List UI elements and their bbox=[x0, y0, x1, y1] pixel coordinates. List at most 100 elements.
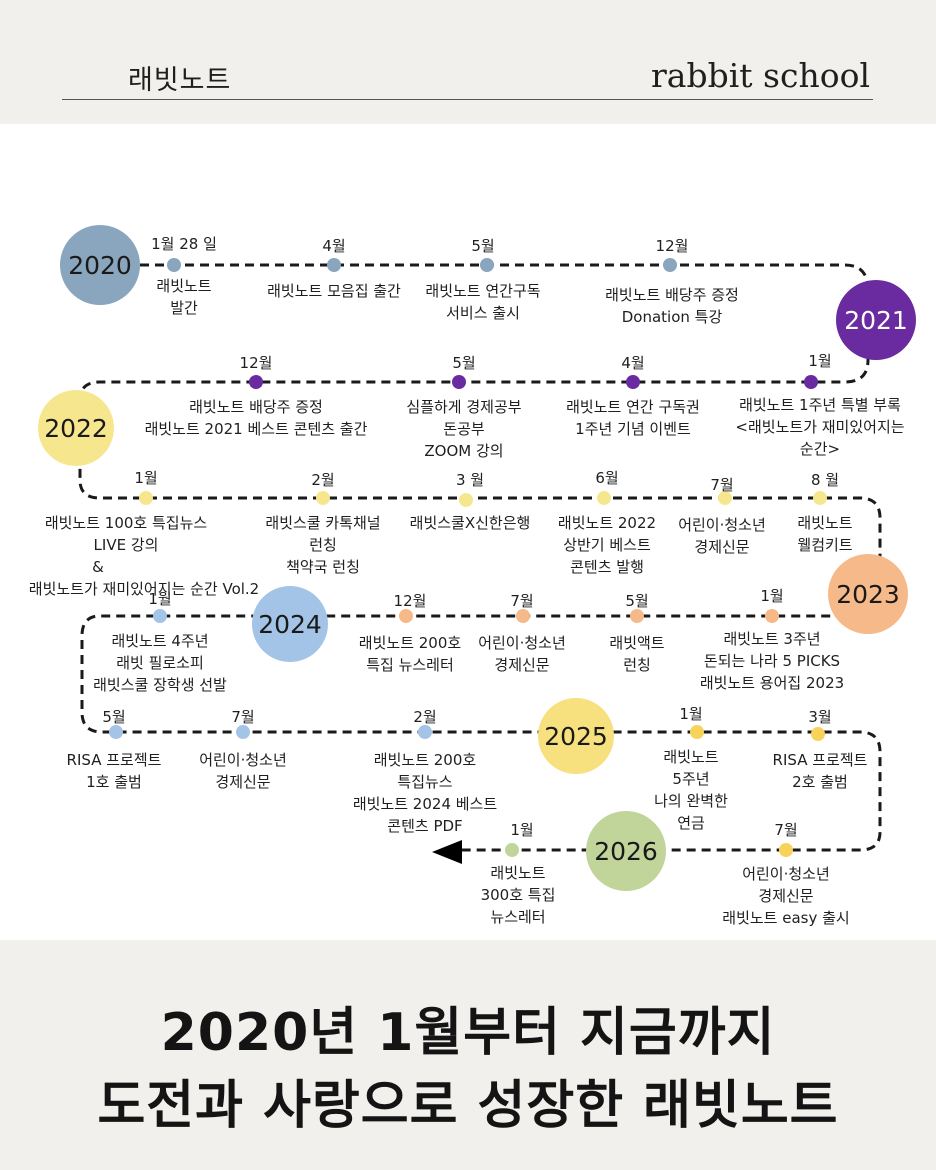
event-month: 5월 bbox=[102, 708, 125, 726]
event-description-line: 특집 뉴스레터 bbox=[366, 656, 454, 674]
year-label-2020: 2020 bbox=[68, 251, 132, 280]
event-description-line: 래빗노트 1주년 특별 부록 bbox=[739, 396, 901, 414]
event-description-line: 경제신문 bbox=[215, 773, 270, 791]
event-description-line: 래빗노트 bbox=[490, 864, 545, 882]
event-dot bbox=[811, 727, 825, 741]
event-description-line: 돈되는 나라 5 PICKS bbox=[704, 652, 840, 670]
event-month: 1월 bbox=[148, 590, 171, 608]
event-description-line: 5주년 bbox=[672, 770, 709, 788]
event-description-line: 래빗노트 bbox=[156, 277, 211, 295]
event-dot bbox=[327, 258, 341, 272]
event-description-line: <래빗노트가 재미있어지는 bbox=[735, 418, 904, 436]
timeline-end-arrow bbox=[432, 840, 462, 864]
event-description-line: 1호 출범 bbox=[86, 773, 142, 791]
event-description-line: 래빗노트 4주년 bbox=[111, 632, 208, 650]
year-label-2026: 2026 bbox=[594, 837, 658, 866]
event-description-line: 책약국 런칭 bbox=[286, 558, 360, 576]
event-month: 1월 bbox=[510, 821, 533, 839]
event-month: 3월 bbox=[808, 708, 831, 726]
event-month: 4월 bbox=[322, 237, 345, 255]
event-dot bbox=[765, 609, 779, 623]
event-description-line: 래빗노트 연간 구독권 bbox=[566, 398, 700, 416]
event-dot bbox=[480, 258, 494, 272]
event-description-line: & bbox=[92, 558, 104, 576]
event-description-line: 웰컴키트 bbox=[797, 536, 852, 554]
event-description-line: RISA 프로젝트 bbox=[773, 751, 868, 769]
event-month: 7월 bbox=[231, 708, 254, 726]
event-description-line: 1주년 기념 이벤트 bbox=[575, 420, 691, 438]
event-description-line: 콘텐츠 PDF bbox=[387, 817, 462, 835]
event-dot bbox=[626, 375, 640, 389]
event-month: 12월 bbox=[240, 354, 273, 372]
event-dot bbox=[418, 725, 432, 739]
event-dot bbox=[153, 609, 167, 623]
event-description-line: 래빗노트 모음집 출간 bbox=[267, 282, 401, 300]
event-month: 7월 bbox=[710, 476, 733, 494]
event-description-line: 래빗노트 배당주 증정 bbox=[189, 398, 323, 416]
event-description-line: 어린이·청소년 bbox=[478, 634, 566, 652]
event-month: 7월 bbox=[510, 592, 533, 610]
event-description-line: 래빗스쿨X신한은행 bbox=[410, 514, 531, 532]
event-description-line: 특집뉴스 bbox=[397, 773, 452, 791]
event-month: 12월 bbox=[656, 237, 689, 255]
event-description-line: 래빗노트 용어집 2023 bbox=[700, 674, 844, 692]
event-dot bbox=[452, 375, 466, 389]
event-description-line: 2호 출범 bbox=[792, 773, 848, 791]
year-label-2022: 2022 bbox=[44, 414, 108, 443]
event-dot bbox=[109, 725, 123, 739]
event-description-line: 콘텐츠 발행 bbox=[570, 558, 644, 576]
event-month: 1월 bbox=[760, 587, 783, 605]
event-description-line: RISA 프로젝트 bbox=[67, 751, 162, 769]
event-month: 3 월 bbox=[456, 471, 484, 489]
event-description-line: 래빗노트 200호 bbox=[359, 634, 462, 652]
event-description-line: 래빗노트 2021 베스트 콘텐츠 출간 bbox=[145, 420, 368, 438]
header-divider bbox=[62, 99, 873, 100]
event-description-line: 래빗노트 3주년 bbox=[723, 630, 820, 648]
event-month: 12월 bbox=[394, 592, 427, 610]
event-dot bbox=[630, 609, 644, 623]
event-month: 6월 bbox=[595, 469, 618, 487]
headline-line-2: 도전과 사랑으로 성장한 래빗노트 bbox=[97, 1076, 839, 1136]
event-dot bbox=[249, 375, 263, 389]
year-label-2021: 2021 bbox=[844, 306, 908, 335]
event-month: 7월 bbox=[774, 821, 797, 839]
header-bar: 래빗노트 rabbit school bbox=[0, 0, 936, 124]
event-month: 1월 bbox=[808, 352, 831, 370]
year-badge-2024 bbox=[252, 586, 328, 662]
event-dot bbox=[139, 491, 153, 505]
event-month: 5월 bbox=[452, 354, 475, 372]
brand-logo-english: rabbit school bbox=[651, 56, 870, 95]
event-description-line: 래빗노트 2022 bbox=[558, 514, 656, 532]
event-dot bbox=[167, 258, 181, 272]
year-label-2023: 2023 bbox=[836, 580, 900, 609]
event-description-line: 래빗노트 2024 베스트 bbox=[353, 795, 498, 813]
event-description-line: 순간> bbox=[800, 440, 840, 458]
event-description-line: 어린이·청소년 bbox=[678, 516, 766, 534]
event-description-line: 래빗스쿨 카톡채널 bbox=[265, 514, 380, 532]
event-description-line: 상반기 베스트 bbox=[563, 536, 651, 554]
event-dot bbox=[597, 491, 611, 505]
event-description-line: 래빗노트 easy 출시 bbox=[722, 909, 849, 927]
year-badge-2021 bbox=[836, 280, 916, 360]
event-description-line: 서비스 출시 bbox=[446, 304, 520, 322]
event-description-line: ZOOM 강의 bbox=[424, 442, 503, 460]
event-description-line: 심플하게 경제공부 bbox=[406, 398, 521, 416]
event-month: 1월 bbox=[134, 469, 157, 487]
year-label-2025: 2025 bbox=[544, 722, 608, 751]
headline-line-1: 2020년 1월부터 지금까지 bbox=[160, 1003, 776, 1063]
event-description-line: 래빗노트 연간구독 bbox=[425, 282, 540, 300]
event-dot bbox=[813, 491, 827, 505]
event-dot bbox=[236, 725, 250, 739]
event-description-line: 래빗노트 bbox=[797, 514, 852, 532]
event-dot bbox=[663, 258, 677, 272]
brand-logo-korean: 래빗노트 bbox=[128, 65, 232, 96]
timeline-panel bbox=[0, 124, 936, 940]
year-badge-2026 bbox=[586, 811, 666, 891]
event-description-line: 300호 특집 bbox=[481, 886, 556, 904]
event-dot bbox=[316, 491, 330, 505]
event-month: 5월 bbox=[471, 237, 494, 255]
event-description-line: 어린이·청소년 bbox=[742, 865, 830, 883]
event-description-line: 래빗노트가 재미있어지는 순간 Vol.2 bbox=[29, 580, 259, 598]
event-description-line: 경제신문 bbox=[494, 656, 549, 674]
